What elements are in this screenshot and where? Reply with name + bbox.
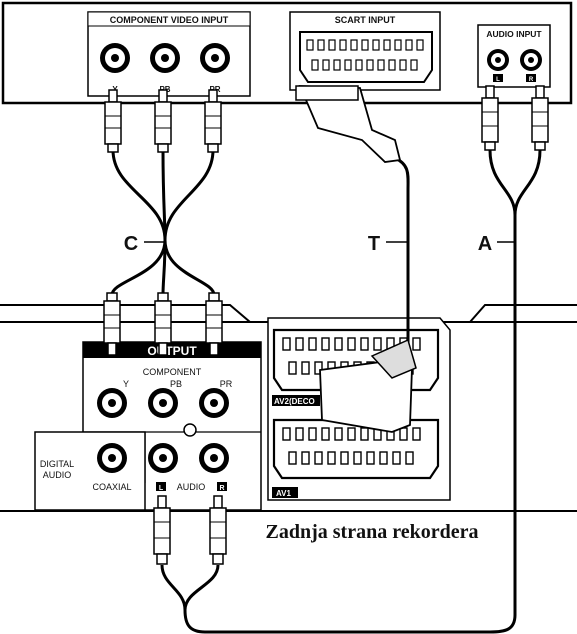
- component-cable: [103, 89, 223, 356]
- rec-jack-pr: [199, 388, 229, 418]
- rec-label-y: Y: [123, 379, 129, 389]
- scart-av1: AV1: [272, 418, 440, 498]
- rec-jack-y: [97, 388, 127, 418]
- rec-jack-pb: [148, 388, 178, 418]
- tv-scart-input: SCART INPUT: [289, 11, 441, 91]
- tv-jack-audio-r: [520, 49, 542, 71]
- output-title: OUTPUT: [147, 344, 197, 358]
- tv-component-input: COMPONENT VIDEO INPUT Y PB PR: [87, 11, 251, 97]
- audio-cable: [153, 85, 549, 634]
- rec-label-pr: PR: [220, 379, 233, 389]
- rec-jack-coaxial: [97, 443, 127, 473]
- rec-audio-label-r: R: [219, 485, 224, 492]
- recorder-output-block: OUTPUT COMPONENT Y PB PR L R AUDIO: [82, 341, 262, 511]
- tv-jack-audio-l: [487, 49, 509, 71]
- tv-jack-pb: [150, 43, 180, 73]
- tv-jack-pr: [200, 43, 230, 73]
- scart-av1-label: AV1: [276, 489, 292, 498]
- rec-component-label: COMPONENT: [143, 367, 202, 377]
- tv-audio-label-l: L: [496, 77, 500, 83]
- coaxial-label: COAXIAL: [92, 482, 131, 492]
- recorder-rear-caption: Zadnja strana rekordera: [266, 521, 479, 543]
- rec-audio-label-l: L: [159, 485, 164, 492]
- tv-jack-y: [100, 43, 130, 73]
- cable-label-t: T: [368, 233, 380, 255]
- rec-audio-label: AUDIO: [177, 482, 206, 492]
- scart-av2-label: AV2(DECO: [274, 397, 315, 406]
- component-input-title: COMPONENT VIDEO INPUT: [110, 15, 229, 25]
- scart-input-title: SCART INPUT: [335, 15, 396, 25]
- rec-label-pb: PB: [170, 379, 182, 389]
- audio-input-title: AUDIO INPUT: [486, 29, 542, 39]
- scart-cable: [295, 85, 417, 433]
- cable-label-c: C: [124, 233, 138, 255]
- tv-audio-label-r: R: [529, 77, 534, 83]
- tv-audio-input: AUDIO INPUT L R: [477, 24, 551, 88]
- rec-jack-audio-r: [199, 443, 229, 473]
- rec-jack-audio-l: [148, 443, 178, 473]
- cable-label-a: A: [478, 233, 492, 255]
